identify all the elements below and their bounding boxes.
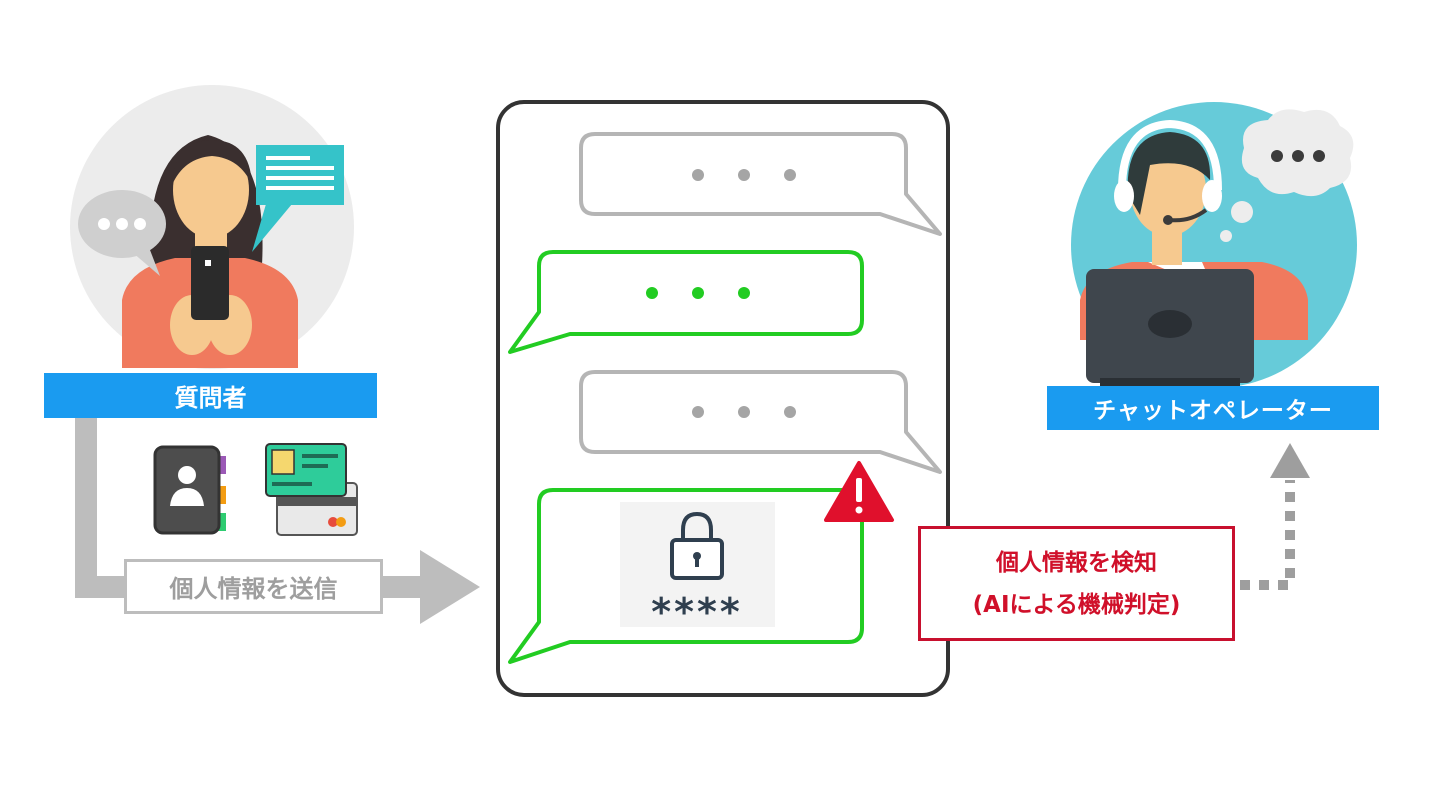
hair-shape (1127, 132, 1211, 215)
typing-dot (692, 406, 704, 418)
phone-icon (191, 246, 229, 320)
detection-subtitle: (AIによる機械判定) (972, 591, 1181, 618)
masked-text: **** (651, 590, 743, 634)
typing-dot (738, 406, 750, 418)
send-personal-info-label: 個人情報を送信 (124, 559, 383, 614)
typing-dot (692, 287, 704, 299)
chat-bubble-operator-1 (579, 132, 942, 236)
asker-label: 質問者 (44, 373, 377, 418)
typing-dot (738, 169, 750, 181)
chat-bubble-user-1 (508, 250, 864, 354)
speech-bubble-dots-icon (78, 190, 166, 276)
warning-icon (824, 461, 894, 522)
typing-dot (646, 287, 658, 299)
asker-illustration (70, 85, 354, 369)
detection-title: 個人情報を検知 (996, 549, 1157, 576)
hair-top-shape (172, 140, 252, 185)
typing-dot (692, 169, 704, 181)
escalation-arrow (1240, 443, 1310, 590)
typing-dot (784, 169, 796, 181)
chat-bubble-operator-2 (579, 370, 942, 474)
face-shape (173, 142, 249, 238)
id-card-icon (265, 443, 358, 536)
operator-illustration (1071, 102, 1357, 388)
speech-bubble-text-icon (252, 145, 344, 252)
detection-label: 個人情報を検知 (AIによる機械判定) (918, 526, 1235, 641)
typing-dot (784, 406, 796, 418)
address-book-icon (153, 445, 226, 535)
padlock-icon (670, 511, 724, 580)
chat-bubble-user-masked: **** (508, 488, 864, 664)
headset-operator-icon (1114, 119, 1222, 225)
typing-dot (738, 287, 750, 299)
operator-label: チャットオペレーター (1047, 386, 1379, 430)
thought-bubble-dots-icon (1220, 109, 1354, 242)
laptop-icon (1086, 269, 1254, 388)
phone-camera (205, 260, 211, 266)
